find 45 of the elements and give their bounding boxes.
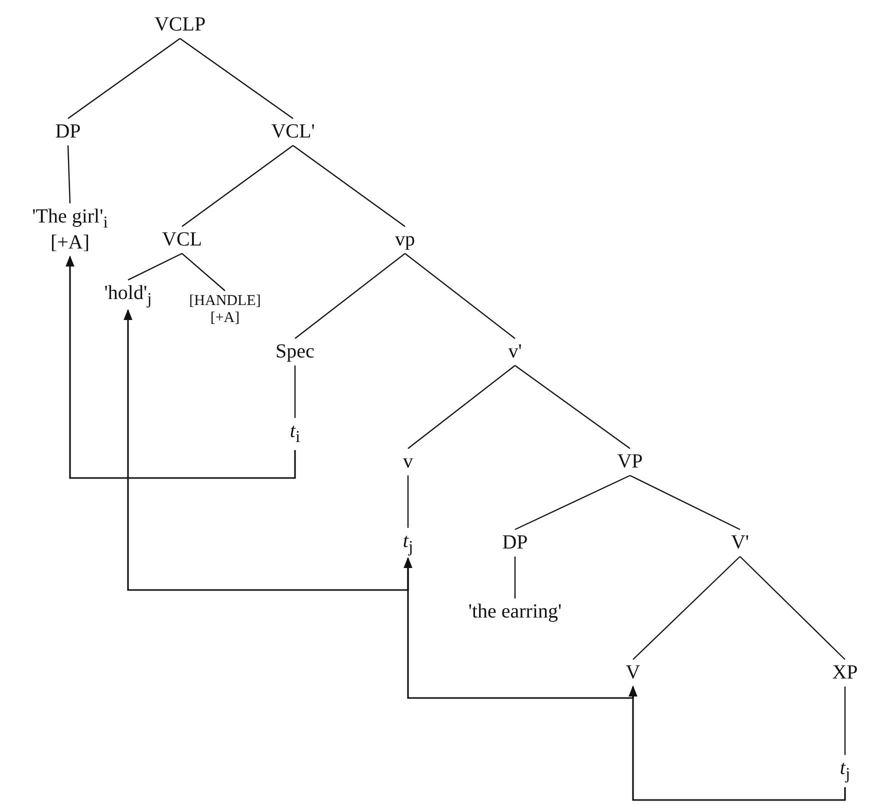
- node-label: 'the earring': [468, 600, 562, 624]
- node-label: DP: [55, 120, 81, 144]
- node-label: DP: [502, 532, 528, 554]
- node-label: VP: [617, 450, 643, 474]
- movement-arrow: [124, 308, 409, 591]
- node-label: Spec: [276, 340, 314, 364]
- tree-branch-line: [514, 556, 516, 598]
- movement-arrow: [66, 255, 296, 479]
- node-label: 'hold'$_{j}$: [104, 282, 152, 308]
- tree-branch-line: [404, 253, 516, 339]
- node-label: v': [508, 340, 522, 364]
- node-label: VCL: [162, 228, 202, 252]
- tree-branch-line: [514, 365, 630, 449]
- node-label: V': [730, 532, 750, 554]
- tree-branch-line: [128, 252, 182, 280]
- tree-branch-line: [407, 476, 409, 528]
- node-label: [HANDLE]: [189, 292, 261, 310]
- node-label: VCL': [271, 120, 315, 144]
- node-label: vp: [395, 228, 415, 252]
- tree-branch-line: [294, 366, 296, 418]
- tree-branch-line: [514, 474, 630, 530]
- feature-label: [+A]: [210, 310, 240, 328]
- movement-arrow: [404, 556, 634, 699]
- node-label: t$_{j}$: [840, 756, 850, 784]
- tree-branch-line: [68, 38, 180, 119]
- tree-branch-line: [740, 556, 846, 660]
- tree-branch-line: [632, 556, 740, 660]
- tree-branch-line: [408, 365, 516, 449]
- node-label: t$_{i}$: [290, 420, 300, 446]
- tree-branch-line: [630, 474, 740, 530]
- tree-branch-line: [292, 145, 406, 227]
- feature-label: [+A]: [50, 232, 90, 255]
- tree-branch-line: [844, 686, 846, 755]
- node-label: VCLP: [154, 14, 206, 36]
- tree-branch-line: [294, 253, 406, 339]
- node-label: 'The girl'$_{i}$: [32, 205, 108, 232]
- node-label: V: [626, 662, 640, 684]
- node-label: t$_{j}$: [402, 530, 414, 556]
- tree-branch-line: [67, 145, 71, 204]
- movement-arrow: [628, 685, 846, 801]
- tree-branch-line: [182, 253, 226, 292]
- node-label: XP: [832, 662, 858, 684]
- node-label: v: [403, 450, 413, 474]
- tree-branch-line: [182, 145, 294, 227]
- tree-branch-line: [180, 38, 294, 119]
